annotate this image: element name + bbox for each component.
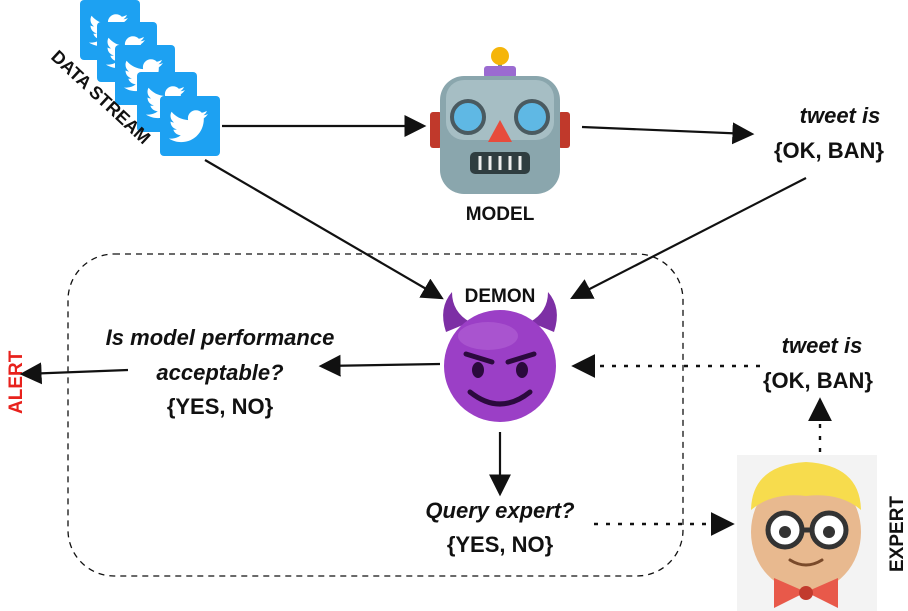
- performance-question-line1: Is model performance: [106, 325, 335, 350]
- performance-question-line2: acceptable?: [156, 360, 283, 385]
- model-output-line2: {OK, BAN}: [774, 138, 884, 163]
- robot-icon: [430, 47, 570, 194]
- performance-question-line3: {YES, NO}: [167, 394, 274, 419]
- expert-output-line1: tweet is: [782, 333, 863, 358]
- arrow-model-to-output: [581, 122, 755, 145]
- query-question-line2: {YES, NO}: [447, 532, 554, 557]
- alert-label: ALERT: [6, 350, 27, 414]
- demon-region-boundary: [67, 253, 684, 577]
- arrow-question-to-alert: [19, 362, 129, 385]
- arrow-stream-to-demon: [204, 159, 444, 300]
- smiling-imp-icon: [443, 292, 557, 422]
- demon-label: DEMON: [465, 286, 536, 307]
- expert-label: EXPERT: [887, 496, 908, 572]
- expert-output-line2: {OK, BAN}: [763, 368, 873, 393]
- nerd-face-icon: [737, 455, 877, 611]
- query-question-line1: Query expert?: [425, 498, 574, 523]
- model-output-line1: tweet is: [800, 103, 881, 128]
- arrow-output-to-demon: [570, 177, 807, 300]
- arrow-demon-to-question: [318, 354, 441, 377]
- model-label: MODEL: [466, 204, 535, 225]
